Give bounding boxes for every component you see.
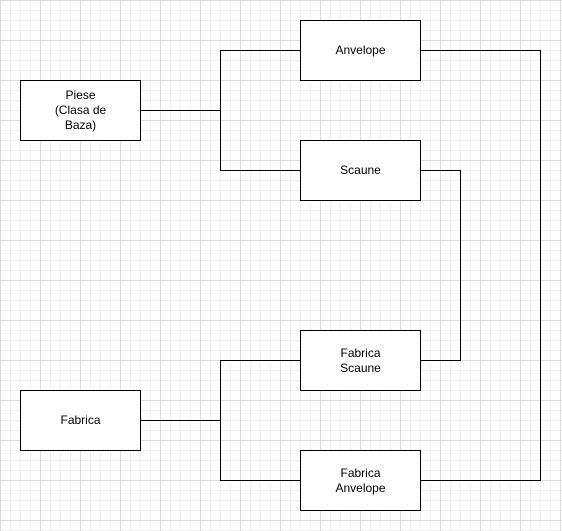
node-fabrica[interactable]: Fabrica: [20, 390, 141, 451]
node-label: Anvelope: [335, 43, 386, 57]
node-label: Fabrica Anvelope: [335, 465, 386, 495]
edge-anvelope-to-fabrica-anvelope: [420, 50, 541, 481]
edge-fabrica-to-fabrica-anvelope: [220, 420, 301, 481]
node-fabrica-scaune[interactable]: Fabrica Scaune: [300, 330, 421, 391]
node-label: Fabrica: [60, 413, 101, 427]
edge-scaune-to-fabrica-scaune: [420, 170, 461, 361]
node-fabrica-anvelope[interactable]: Fabrica Anvelope: [300, 450, 421, 511]
edge-piese-to-anvelope: [140, 50, 301, 111]
edge-piese-to-scaune: [220, 110, 301, 171]
node-scaune[interactable]: Scaune: [300, 140, 421, 201]
node-label: Piese (Clasa de Baza): [54, 88, 107, 132]
edge-fabrica-to-fabrica-scaune: [140, 360, 301, 421]
node-piese-base-class[interactable]: Piese (Clasa de Baza): [20, 80, 141, 141]
node-label: Fabrica Scaune: [340, 345, 381, 375]
node-anvelope[interactable]: Anvelope: [300, 20, 421, 81]
node-label: Scaune: [340, 163, 381, 177]
